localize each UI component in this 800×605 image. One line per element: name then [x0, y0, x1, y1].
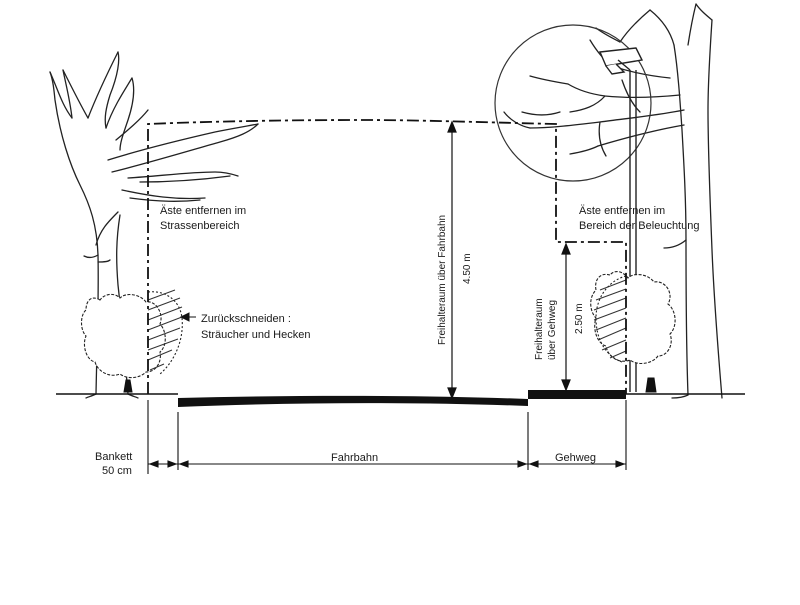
label-gehweg: Gehweg [555, 452, 596, 464]
dimension-road-height [447, 120, 457, 400]
label-remove-branches-street-2: Strassenbereich [160, 220, 240, 232]
label-remove-branches-light-2: Bereich der Beleuchtung [579, 220, 699, 232]
label-fahrbahn: Fahrbahn [331, 452, 378, 464]
lighting-zone-circle [494, 24, 652, 182]
ground [56, 390, 745, 407]
left-shrub [80, 289, 183, 393]
label-bankett-2: 50 cm [102, 465, 132, 477]
label-clearance-walk-3: 2.50 m [574, 303, 585, 334]
label-remove-branches-light-1: Äste entfernen im [579, 205, 665, 217]
right-shrub [590, 271, 676, 393]
label-cut-back-2: Sträucher und Hecken [201, 329, 310, 341]
sidewalk-surface [528, 390, 626, 399]
label-remove-branches-street-1: Äste entfernen im [160, 205, 246, 217]
label-bankett-1: Bankett [95, 451, 132, 463]
road-surface [178, 395, 528, 407]
clearance-envelope [147, 119, 627, 394]
dimension-sidewalk-height [561, 242, 571, 392]
label-cut-back-1: Zurückschneiden : [201, 313, 291, 325]
label-clearance-walk-2: über Gehweg [547, 300, 558, 360]
dimension-widths [147, 400, 627, 474]
label-clearance-road-1: Freihalteraum über Fahrbahn [437, 215, 448, 345]
label-clearance-road-2: 4.50 m [462, 253, 473, 284]
right-tree [503, 3, 723, 399]
left-tree [49, 51, 259, 399]
label-clearance-walk-1: Freihalteraum [534, 298, 545, 360]
cut-back-leader [179, 312, 196, 322]
